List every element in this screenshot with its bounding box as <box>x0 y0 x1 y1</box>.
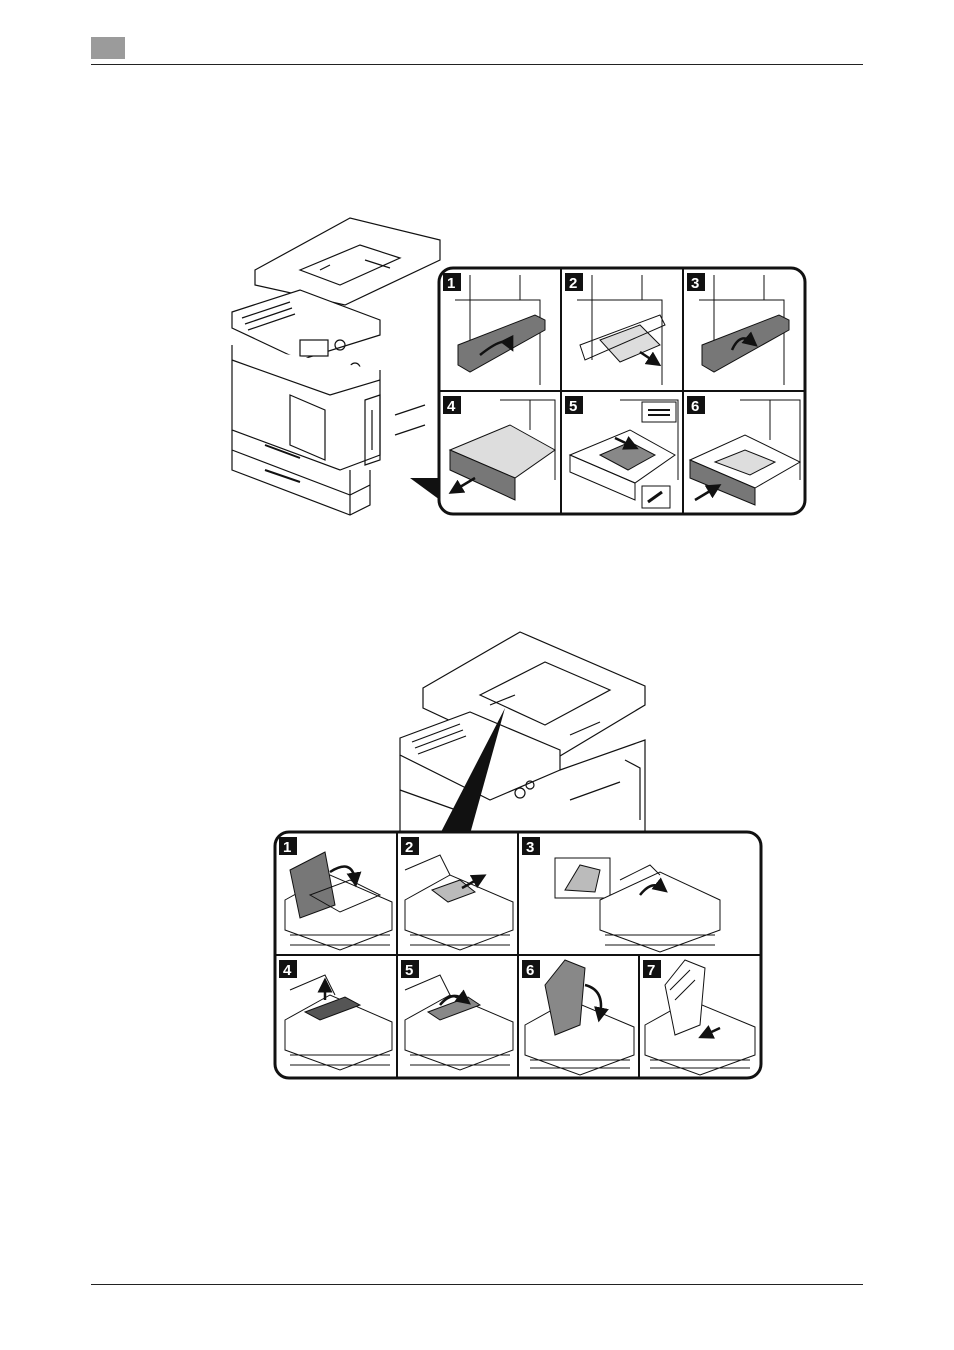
step-number: 1 <box>283 839 291 856</box>
step-number: 2 <box>405 839 413 856</box>
step-number: 5 <box>405 962 413 979</box>
step-number: 4 <box>283 962 292 979</box>
step-number: 3 <box>691 275 699 292</box>
figure1-copier <box>232 218 440 515</box>
step-number: 4 <box>447 398 456 415</box>
figure2-copier <box>400 632 645 832</box>
step-number: 2 <box>569 275 577 292</box>
step-number: 7 <box>647 962 655 979</box>
step-number: 6 <box>691 398 699 415</box>
step-number: 1 <box>447 275 455 292</box>
step-number: 3 <box>526 839 534 856</box>
step-number: 5 <box>569 398 577 415</box>
step-number: 6 <box>526 962 534 979</box>
